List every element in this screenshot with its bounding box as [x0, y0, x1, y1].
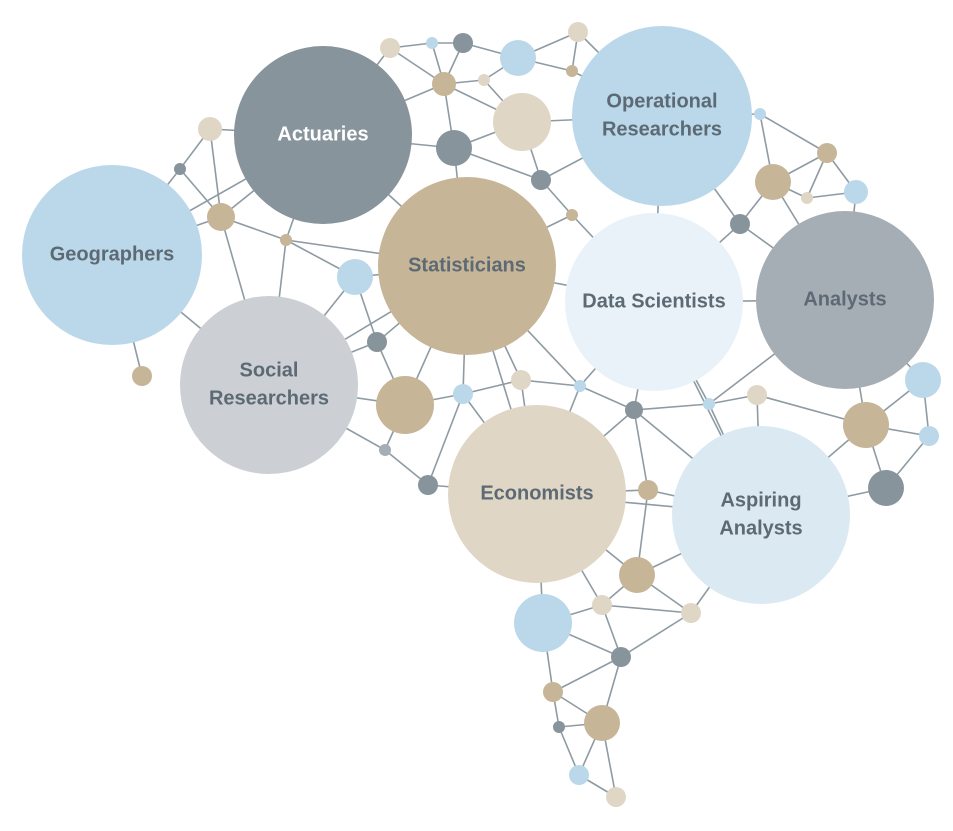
- network-edge: [427, 393, 464, 486]
- network-node: [380, 38, 400, 58]
- network-node: [566, 65, 578, 77]
- network-edge: [552, 656, 622, 693]
- bubble-circle: [22, 165, 202, 345]
- bubble-label-data-scientists: Data Scientists: [582, 290, 725, 312]
- network-node: [553, 721, 565, 733]
- bubble-circle: [572, 26, 752, 206]
- bubble-circle: [565, 213, 743, 391]
- network-node: [844, 180, 868, 204]
- network-nodes: [132, 22, 941, 807]
- bubble-label-statisticians: Statisticians: [408, 254, 526, 276]
- network-node: [606, 787, 626, 807]
- network-node: [747, 385, 767, 405]
- network-node: [453, 384, 473, 404]
- bubble-geographers: Geographers: [22, 165, 202, 345]
- network-node: [436, 130, 472, 166]
- network-node: [619, 557, 655, 593]
- network-node: [681, 603, 701, 623]
- network-node: [198, 117, 222, 141]
- bubble-analysts: Analysts: [756, 211, 934, 389]
- bubble-label-operational-researchers: Operational: [606, 90, 717, 112]
- network-node: [426, 37, 438, 49]
- network-node: [132, 366, 152, 386]
- network-node: [478, 74, 490, 86]
- bubble-label-aspiring-analysts: Analysts: [719, 517, 802, 539]
- bubble-circle: [756, 211, 934, 389]
- bubble-label-social-researchers: Researchers: [209, 387, 329, 409]
- network-edge: [209, 128, 222, 218]
- network-node: [514, 594, 572, 652]
- network-node: [418, 475, 438, 495]
- network-node: [511, 370, 531, 390]
- bubble-data-scientists: Data Scientists: [565, 213, 743, 391]
- bubble-label-actuaries: Actuaries: [277, 123, 368, 145]
- network-node: [337, 259, 373, 295]
- role-bubbles: Geographers Actuaries OperationalResearche…: [22, 26, 934, 604]
- bubble-actuaries: Actuaries: [234, 46, 412, 224]
- network-edge: [633, 409, 649, 491]
- network-node: [367, 332, 387, 352]
- network-node: [730, 214, 750, 234]
- network-node: [868, 470, 904, 506]
- network-node: [569, 765, 589, 785]
- network-node: [453, 33, 473, 53]
- bubble-statisticians: Statisticians: [378, 177, 556, 355]
- network-node: [566, 209, 578, 221]
- network-node: [592, 595, 612, 615]
- network-node: [625, 401, 643, 419]
- network-edge: [759, 113, 828, 154]
- bubble-circle: [378, 177, 556, 355]
- network-node: [207, 203, 235, 231]
- network-node: [703, 398, 715, 410]
- network-node: [432, 72, 456, 96]
- network-node: [611, 647, 631, 667]
- network-node: [379, 444, 391, 456]
- network-node: [638, 480, 658, 500]
- network-node: [801, 192, 813, 204]
- bubble-label-geographers: Geographers: [50, 243, 174, 265]
- bubble-label-aspiring-analysts: Aspiring: [720, 489, 801, 511]
- network-node: [584, 705, 620, 741]
- network-node: [493, 93, 551, 151]
- network-node: [174, 163, 186, 175]
- network-node: [376, 376, 434, 434]
- network-node: [500, 40, 536, 76]
- network-node: [755, 164, 791, 200]
- network-edge: [601, 604, 692, 614]
- bubble-label-economists: Economists: [480, 482, 593, 504]
- network-node: [817, 143, 837, 163]
- bubble-label-operational-researchers: Researchers: [602, 118, 722, 140]
- bubble-economists: Economists: [448, 405, 626, 583]
- bubble-label-social-researchers: Social: [240, 359, 299, 381]
- network-node: [280, 234, 292, 246]
- bubble-circle: [448, 405, 626, 583]
- network-node: [754, 108, 766, 120]
- bubble-circle: [672, 426, 850, 604]
- bubble-circle: [234, 46, 412, 224]
- network-node: [843, 402, 889, 448]
- network-node: [574, 380, 586, 392]
- network-node: [905, 362, 941, 398]
- network-edge: [579, 385, 635, 411]
- network-node: [568, 22, 588, 42]
- bubble-circle: [180, 296, 358, 474]
- network-edge: [633, 403, 710, 411]
- network-edge: [620, 612, 692, 658]
- network-node: [543, 682, 563, 702]
- bubble-label-analysts: Analysts: [803, 288, 886, 310]
- network-node: [531, 170, 551, 190]
- network-node: [919, 426, 939, 446]
